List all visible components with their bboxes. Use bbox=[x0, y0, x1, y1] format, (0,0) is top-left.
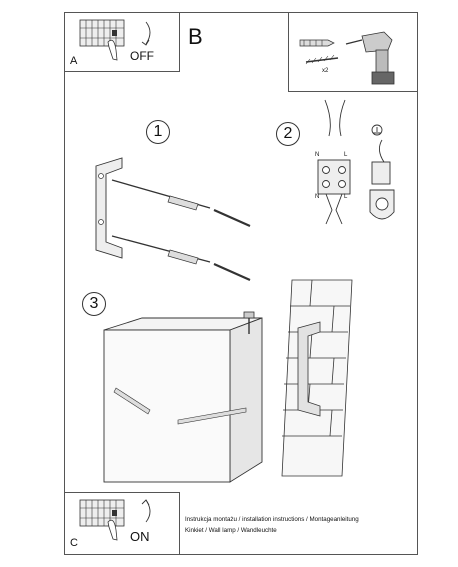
terminal-block-icon bbox=[317, 99, 351, 225]
panel-c-on-text: ON bbox=[130, 529, 150, 544]
instruction-sheet-frame bbox=[64, 12, 418, 555]
screw-dowel-upper-icon bbox=[111, 179, 251, 228]
quantity-label: x2 bbox=[322, 68, 329, 74]
step-2-number: 2 bbox=[276, 122, 300, 146]
switch-off-arrow-icon bbox=[141, 21, 151, 46]
wire-n-bottom: N bbox=[315, 194, 320, 200]
wall-bracket-mounted-icon bbox=[297, 321, 321, 417]
ground-connector-icon bbox=[369, 124, 395, 220]
wall-plug-screw-icon bbox=[299, 39, 339, 65]
screw-dowel-lower-icon bbox=[111, 235, 251, 282]
fixing-screw-icon bbox=[243, 311, 255, 334]
wire-n-top: N bbox=[315, 152, 320, 158]
caption-line-1: Instrukcja montażu / installation instru… bbox=[185, 516, 359, 523]
panel-a-label: A bbox=[70, 55, 78, 67]
brick-wall-icon bbox=[281, 279, 353, 477]
cordless-drill-icon bbox=[345, 31, 395, 85]
breaker-switches-icon-a bbox=[79, 19, 125, 61]
panel-a-off-text: OFF bbox=[130, 49, 154, 63]
step-1-number: 1 bbox=[146, 120, 170, 144]
panel-c-label: C bbox=[70, 537, 78, 549]
wire-l-top: L bbox=[344, 152, 348, 158]
panel-c-switch-on bbox=[64, 492, 180, 555]
breaker-switches-icon-c bbox=[79, 499, 125, 541]
wall-lamp-cube-icon bbox=[103, 317, 263, 483]
switch-on-arrow-icon bbox=[141, 499, 151, 523]
wire-l-bottom: L bbox=[344, 194, 348, 200]
step-3-number: 3 bbox=[82, 292, 106, 316]
caption-line-2: Kinkiet / Wall lamp / Wandleuchte bbox=[185, 527, 277, 534]
mounting-bracket-icon bbox=[95, 157, 123, 259]
panel-b-tools bbox=[288, 12, 418, 92]
panel-b-label: B bbox=[188, 24, 203, 49]
